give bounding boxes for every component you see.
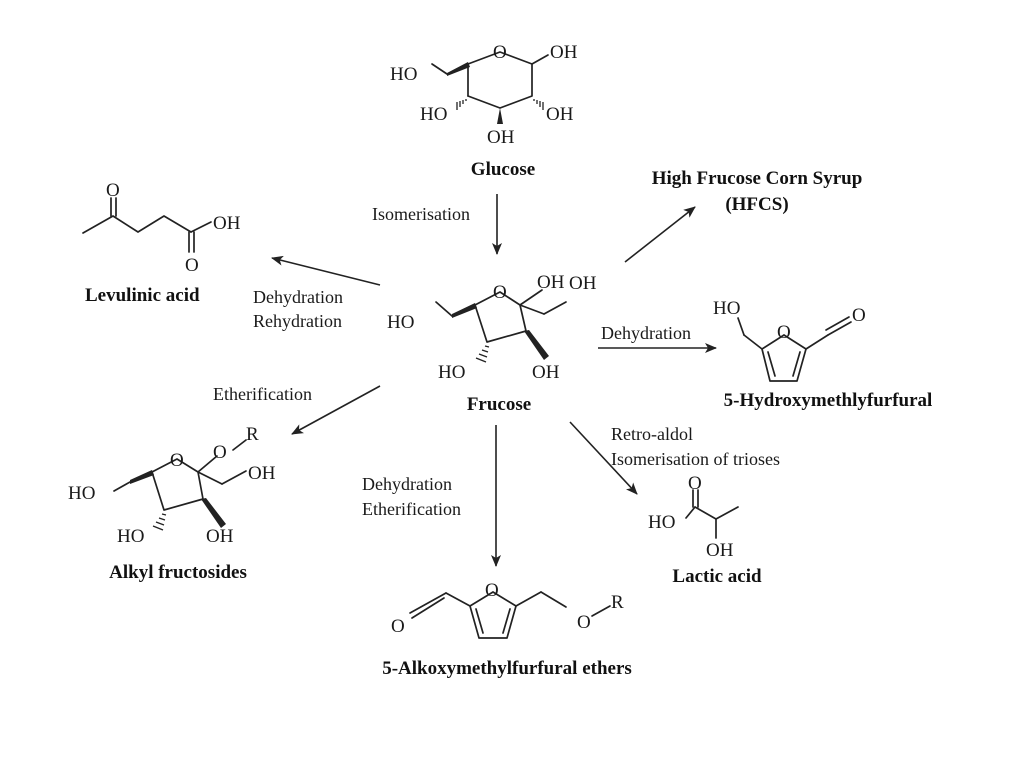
alkyl-ho-c4: HO: [117, 526, 144, 547]
alkyl-oh-c3: OH: [206, 526, 234, 547]
fructose-oh-c2: OH: [537, 272, 565, 293]
fructose-ring-bonds: [474, 291, 527, 343]
reaction-arrows: [271, 194, 717, 567]
levulinic-acid-o: O: [185, 255, 199, 276]
levulinic-oh: OH: [213, 213, 241, 234]
lactic-name: Lactic acid: [672, 566, 762, 587]
amf-ring-o: O: [485, 580, 499, 601]
label-rehydration: Rehydration: [253, 311, 342, 331]
label-dehydration-1: Dehydration: [253, 287, 343, 307]
arrow-to-alkyl: [291, 385, 381, 435]
glucose-wedge-c3: [497, 108, 503, 124]
hmf-furan-ring: [761, 334, 807, 382]
fructose-oh-ch2: OH: [569, 273, 597, 294]
fructose-structure: HO O OH OH HO OH Frucose: [387, 272, 597, 415]
glucose-name: Glucose: [471, 159, 535, 180]
hmf-name: 5-Hydroxymethlyfurfural: [724, 390, 933, 411]
label-isomerisation: Isomerisation: [372, 204, 470, 224]
fructose-oh-c3: OH: [532, 362, 560, 383]
glucose-structure: HO O OH HO OH OH Glucose: [390, 42, 578, 180]
glucose-ho-left: HO: [390, 64, 417, 85]
levulinic-chain: [82, 215, 192, 234]
fructose-wedge-c3: [524, 330, 549, 360]
hmf-aldehyde-o: O: [852, 305, 866, 326]
lactic-oh: OH: [706, 540, 734, 561]
hmf-structure: HO O O 5-Hydroxymethlyfurfural: [713, 298, 932, 411]
amf-furan-ring: [469, 591, 517, 639]
levulinic-ketone-o: O: [106, 180, 120, 201]
alkyl-structure: O R HO O OH HO OH Alkyl fructosides: [68, 424, 276, 583]
label-isomerisation-trioses: Isomerisation of trioses: [611, 449, 780, 469]
amf-structure: O O O R 5-Alkoxymethylfurfural ethers: [382, 580, 632, 679]
alkyl-hash-c4: [152, 513, 167, 531]
hmf-ring-o: O: [777, 322, 791, 343]
label-dehydration-2: Dehydration: [362, 474, 452, 494]
fructose-wedge-c5: [452, 303, 477, 318]
fructose-name: Frucose: [467, 394, 531, 415]
alkyl-name: Alkyl fructosides: [109, 562, 247, 583]
glucose-hash-c2: [533, 99, 544, 110]
alkyl-ho-left: HO: [68, 483, 95, 504]
reaction-labels: Isomerisation Dehydration Rehydration De…: [213, 204, 780, 519]
fructose-ho-left: HO: [387, 312, 414, 333]
hmf-ho: HO: [713, 298, 740, 319]
glucose-wedge-c5: [447, 62, 470, 76]
alkyl-wedge-c3: [201, 498, 226, 528]
hfcs-label: High Frucose Corn Syrup (HFCS): [652, 168, 863, 215]
arrow-to-lactic: [569, 421, 638, 495]
amf-name: 5-Alkoxymethylfurfural ethers: [382, 658, 632, 679]
alkyl-oh-ch2: OH: [248, 463, 276, 484]
glucose-oh-c3: OH: [487, 127, 515, 148]
lactic-carbonyl-o: O: [688, 473, 702, 494]
alkyl-ring-bonds: [151, 458, 204, 511]
glucose-ring-bonds: [467, 51, 533, 109]
fructose-ho-c4: HO: [438, 362, 465, 383]
alkyl-r-group: R: [246, 424, 259, 445]
levulinic-name: Levulinic acid: [85, 285, 200, 306]
label-dehydration-hmf: Dehydration: [601, 323, 691, 343]
amf-ether-o: O: [577, 612, 591, 633]
label-etherification-2: Etherification: [362, 499, 461, 519]
glucose-oh-c2: OH: [546, 104, 574, 125]
hfcs-name-line1: High Frucose Corn Syrup: [652, 168, 863, 189]
glucose-oh-c1: OH: [550, 42, 578, 63]
label-etherification: Etherification: [213, 384, 312, 404]
hfcs-name-line2: (HFCS): [725, 194, 788, 215]
arrow-to-levulinic: [271, 255, 381, 286]
fructose-ring-o: O: [493, 282, 507, 303]
glucose-ring-o: O: [493, 42, 507, 63]
lactic-structure: O HO OH Lactic acid: [648, 473, 762, 587]
amf-aldehyde-o: O: [391, 616, 405, 637]
alkyl-wedge-c5: [130, 470, 154, 484]
glucose-ho-c4: HO: [420, 104, 447, 125]
alkyl-ether-o: O: [213, 442, 227, 463]
fructose-hash-c4: [475, 345, 490, 363]
label-retro-aldol: Retro-aldol: [611, 424, 693, 444]
arrow-to-hfcs: [624, 206, 696, 263]
alkyl-ring-o: O: [170, 450, 184, 471]
amf-r-group: R: [611, 592, 624, 613]
levulinic-structure: O OH O Levulinic acid: [82, 180, 241, 306]
glucose-hash-c4: [456, 99, 467, 110]
lactic-ho: HO: [648, 512, 675, 533]
